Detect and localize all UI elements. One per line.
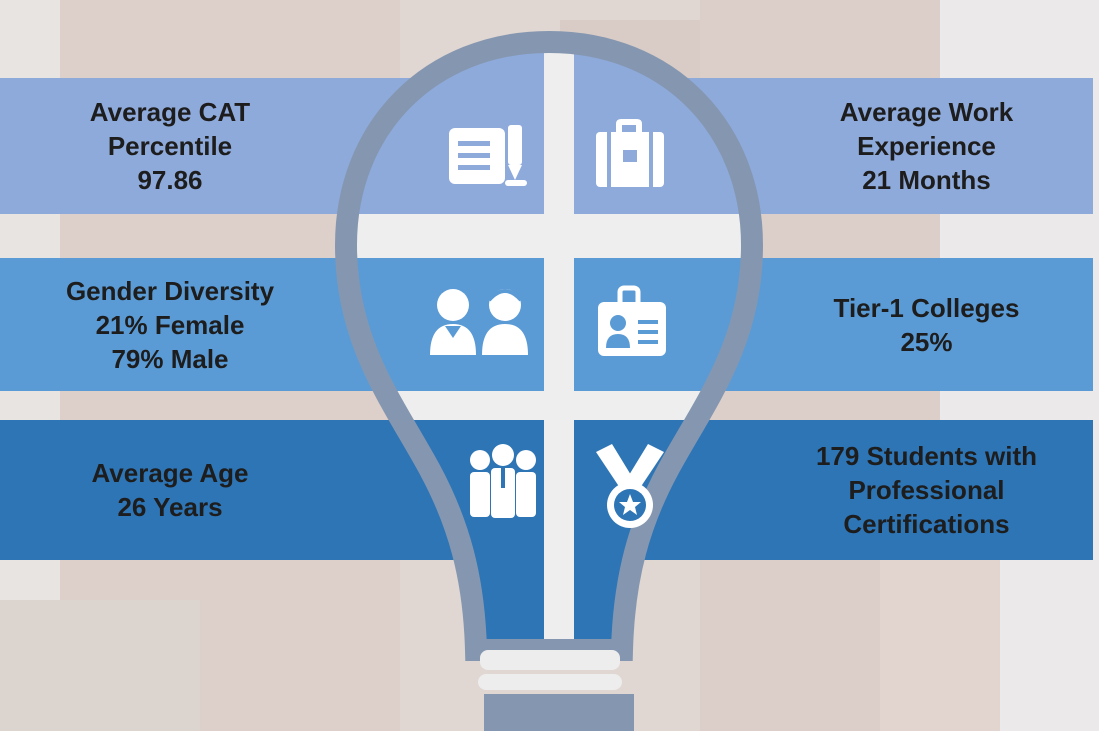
- tier-value: 25%: [900, 326, 953, 357]
- briefcase-icon: [596, 119, 664, 187]
- cat-percentile-panel: Average CAT Percentile 97.86: [0, 78, 340, 214]
- id-badge-icon: [598, 285, 666, 356]
- bulb-base-cap: [484, 694, 634, 731]
- gender-diversity-panel: Gender Diversity 21% Female 79% Male: [0, 258, 340, 391]
- tier-line-1: Tier-1 Colleges: [833, 292, 1020, 323]
- work-value: 21 Months: [862, 165, 991, 195]
- gender-male: 79% Male: [111, 343, 229, 374]
- medal-icon: [596, 444, 664, 528]
- certifications-panel: 179 Students with Professional Certifica…: [760, 420, 1093, 560]
- cert-line-3: Certifications: [843, 509, 1010, 539]
- bulb-base-ring: [480, 650, 620, 670]
- male-female-users-icon: [430, 289, 528, 355]
- work-experience-panel: Average Work Experience 21 Months: [760, 78, 1093, 214]
- tier1-colleges-panel: Tier-1 Colleges 25%: [760, 258, 1093, 391]
- cat-line-2: Percentile: [107, 131, 233, 161]
- average-age-panel: Average Age 26 Years: [0, 420, 340, 560]
- bulb-base-ring: [478, 674, 622, 690]
- cat-line-1: Average CAT: [89, 97, 251, 127]
- gender-line-1: Gender Diversity: [65, 275, 275, 306]
- cat-value: 97.86: [137, 165, 203, 195]
- work-line-2: Experience: [857, 131, 996, 161]
- cert-line-1: 179 Students with: [815, 441, 1038, 471]
- age-line-1: Average Age: [91, 458, 249, 488]
- document-pen-icon: [449, 125, 527, 186]
- work-line-1: Average Work: [839, 97, 1014, 127]
- center-divider: [544, 38, 574, 663]
- cert-line-2: Professional: [848, 475, 1005, 505]
- group-users-icon: [470, 444, 536, 518]
- age-value: 26 Years: [117, 492, 223, 522]
- gender-female: 21% Female: [95, 309, 245, 340]
